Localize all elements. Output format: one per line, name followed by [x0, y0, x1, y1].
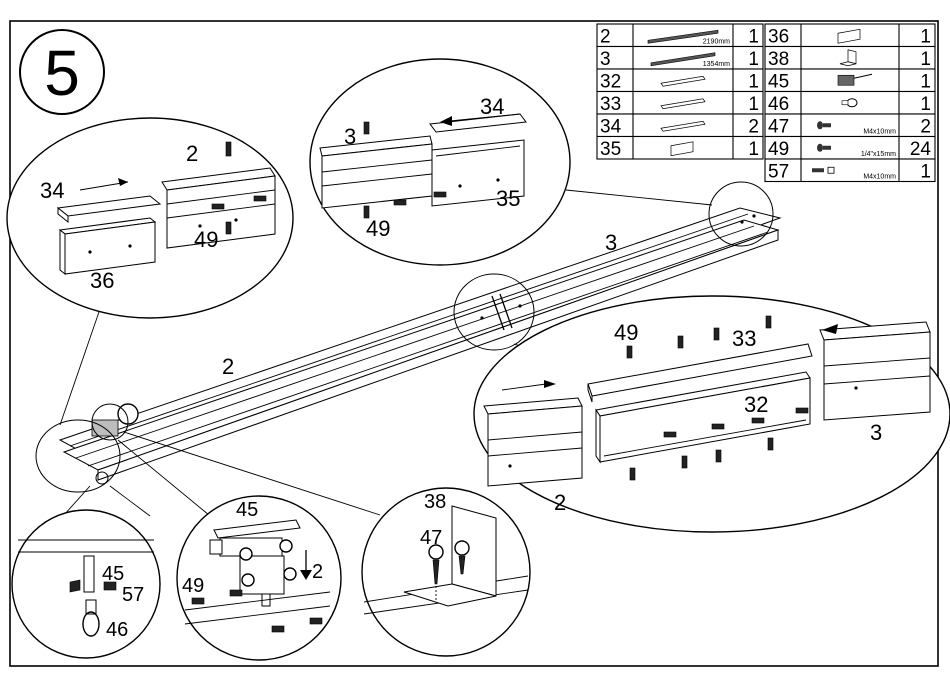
rail-2-label: 2	[222, 354, 234, 379]
part-qty: 1	[920, 72, 931, 93]
part-number: 57	[768, 162, 789, 183]
part-number: 33	[600, 94, 621, 115]
part-qty: 1	[748, 72, 759, 93]
bracket-detail-47: 47	[420, 527, 442, 549]
part-qty: 2	[748, 117, 759, 138]
top-detail-34: 34	[480, 94, 504, 119]
ring-detail-46: 46	[106, 619, 128, 641]
part-number: 2	[600, 27, 611, 48]
part-size: 1354mm	[703, 61, 730, 68]
part-number: 34	[600, 117, 622, 138]
latch-detail-2: 2	[312, 561, 323, 583]
left-detail-36: 36	[90, 268, 114, 293]
part-qty: 1	[748, 94, 759, 115]
part-number: 45	[768, 72, 789, 93]
step-badge: 5	[20, 30, 104, 114]
right-detail-32: 32	[744, 392, 768, 417]
left-detail-49: 49	[194, 227, 218, 252]
part-number: 3	[600, 49, 611, 70]
left-detail	[7, 118, 293, 318]
top-detail-3: 3	[344, 124, 356, 149]
part-size: 1/4"x15mm	[861, 151, 896, 158]
part-number: 47	[768, 117, 789, 138]
part-number: 46	[768, 94, 789, 115]
right-detail-33: 33	[732, 326, 756, 351]
bracket-detail	[362, 488, 530, 656]
left-detail-2: 2	[186, 141, 198, 166]
left-detail-34: 34	[40, 178, 64, 203]
ring-detail-57: 57	[122, 584, 144, 606]
part-number: 49	[768, 139, 789, 160]
top-detail-49: 49	[366, 216, 390, 241]
latch-detail-49: 49	[182, 575, 204, 597]
parts-table: 2 2190mm 1 3 1354mm 1 32 1 33 1 34 2 35 1 36 1 38 1 45 1 46 1…	[597, 24, 935, 183]
right-detail-3: 3	[870, 420, 882, 445]
latch-detail-45: 45	[236, 499, 258, 521]
part-qty: 1	[748, 49, 759, 70]
part-qty: 1	[920, 162, 931, 183]
rail-3-label: 3	[605, 230, 617, 255]
part-qty: 1	[748, 27, 759, 48]
part-number: 35	[600, 139, 621, 160]
part-size: M4x10mm	[863, 129, 896, 136]
bracket-detail-38: 38	[424, 491, 446, 513]
part-qty: 2	[920, 117, 931, 138]
part-qty: 24	[910, 139, 932, 160]
part-number: 36	[768, 27, 789, 48]
part-qty: 1	[920, 49, 931, 70]
part-qty: 1	[920, 94, 931, 115]
top-detail-35: 35	[496, 186, 520, 211]
part-size: M4x10mm	[863, 174, 896, 181]
right-detail-2: 2	[554, 490, 566, 515]
part-size: 2190mm	[703, 39, 730, 46]
right-detail-49: 49	[614, 320, 638, 345]
part-qty: 1	[748, 139, 759, 160]
part-number: 32	[600, 72, 621, 93]
top-detail	[310, 59, 570, 265]
ring-detail-45: 45	[102, 563, 124, 585]
part-number: 38	[768, 49, 789, 70]
part-qty: 1	[920, 27, 931, 48]
step-number: 5	[44, 37, 80, 109]
right-detail	[474, 296, 950, 532]
